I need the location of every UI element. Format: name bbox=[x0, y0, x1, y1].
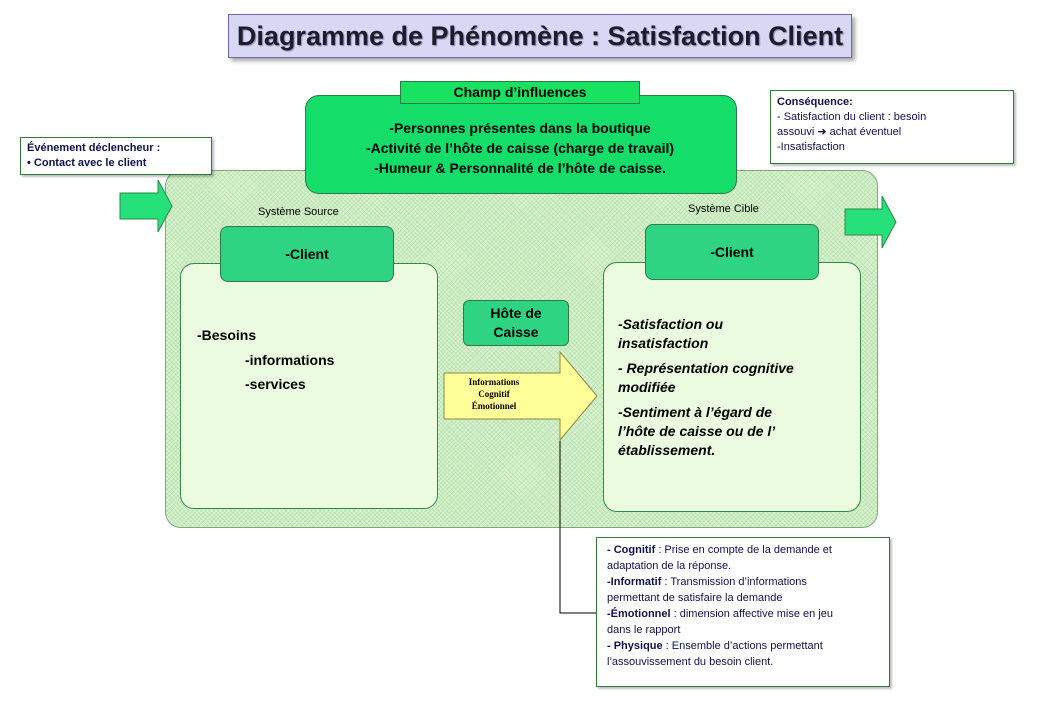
target-effects-list: -Satisfaction ou insatisfaction - Représ… bbox=[618, 315, 848, 460]
target-effect-line: - Représentation cognitive bbox=[618, 360, 794, 376]
consequence-text: achat éventuel bbox=[829, 126, 902, 138]
definition-line: l’assouvissement du besoin client. bbox=[607, 656, 774, 668]
cashier-host-label: Caisse bbox=[493, 324, 539, 340]
influence-field-box bbox=[305, 95, 737, 194]
target-effect-line: modifiée bbox=[618, 379, 676, 395]
influence-field-label: Champ d’influences bbox=[400, 81, 640, 104]
output-arrow-icon bbox=[844, 195, 897, 249]
diagram-title: Diagramme de Phénomène : Satisfaction Cl… bbox=[236, 20, 844, 51]
trigger-title: Événement déclencheur : bbox=[27, 142, 161, 154]
source-client-box: -Client bbox=[220, 226, 394, 282]
definition-line: permettant de satisfaire la demande bbox=[607, 592, 783, 604]
callout-connector bbox=[559, 440, 596, 614]
target-effect-line: l’hôte de caisse ou de l’ bbox=[618, 423, 776, 439]
influence-item: -Activité de l’hôte de caisse (charge de… bbox=[365, 140, 675, 156]
consequence-line: -Insatisfaction bbox=[777, 141, 845, 153]
target-effect-line: insatisfaction bbox=[618, 335, 709, 351]
right-arrow-icon: ➜ bbox=[817, 126, 827, 138]
consequence-title: Conséquence: bbox=[777, 96, 853, 108]
exchange-arrow-labels: Informations Cognitif Émotionnel bbox=[444, 376, 544, 412]
definitions-note: - Cognitif : Prise en compte de la deman… bbox=[596, 537, 890, 687]
definition-line: - Physique : Ensemble d’actions permetta… bbox=[607, 640, 823, 652]
diagram-title-box: Diagramme de Phénomène : Satisfaction Cl… bbox=[228, 14, 852, 58]
source-need-item: -services bbox=[245, 376, 306, 392]
definition-line: adaptation de la réponse. bbox=[607, 560, 732, 572]
source-system-panel bbox=[180, 263, 438, 509]
trigger-event-note: Événement déclencheur : • Contact avec l… bbox=[20, 137, 212, 175]
cashier-host-label: Hôte de bbox=[490, 305, 542, 321]
source-client-label: -Client bbox=[285, 246, 329, 262]
target-client-label: -Client bbox=[710, 244, 754, 260]
exchange-arrow-icon bbox=[443, 350, 598, 442]
cashier-host-box: Hôte de Caisse bbox=[463, 300, 569, 346]
source-need-item: -Besoins bbox=[197, 327, 257, 343]
consequence-line: - Satisfaction du client : besoin bbox=[777, 111, 927, 123]
target-effect-line: établissement. bbox=[618, 442, 716, 458]
consequence-line: assouvi ➜ achat éventuel bbox=[777, 125, 1007, 140]
input-arrow-icon bbox=[119, 179, 173, 233]
target-system-panel bbox=[603, 262, 861, 512]
consequence-note: Conséquence: - Satisfaction du client : … bbox=[770, 90, 1014, 164]
target-client-box: -Client bbox=[645, 224, 819, 280]
exchange-label: Émotionnel bbox=[471, 401, 517, 411]
source-need-item: -informations bbox=[245, 352, 335, 368]
trigger-item: • Contact avec le client bbox=[27, 157, 147, 169]
influence-item: -Humeur & Personnalité de l’hôte de cais… bbox=[374, 160, 666, 176]
exchange-label: Informations bbox=[468, 377, 520, 387]
target-effect-line: -Satisfaction ou bbox=[618, 316, 724, 332]
exchange-label: Cognitif bbox=[478, 389, 510, 399]
definition-line: -Émotionnel : dimension affective mise e… bbox=[607, 608, 834, 620]
definition-line: dans le rapport bbox=[607, 624, 681, 636]
target-effect-line: -Sentiment à l’égard de bbox=[618, 404, 773, 420]
target-system-label: Système Cible bbox=[688, 203, 759, 215]
consequence-text: assouvi bbox=[777, 126, 815, 138]
source-system-label: Système Source bbox=[258, 206, 339, 218]
influence-item: -Personnes présentes dans la boutique bbox=[389, 120, 651, 136]
definition-line: -Informatif : Transmission d’information… bbox=[607, 576, 807, 588]
definition-line: - Cognitif : Prise en compte de la deman… bbox=[607, 544, 832, 556]
influence-list: -Personnes présentes dans la boutique -A… bbox=[305, 118, 735, 178]
